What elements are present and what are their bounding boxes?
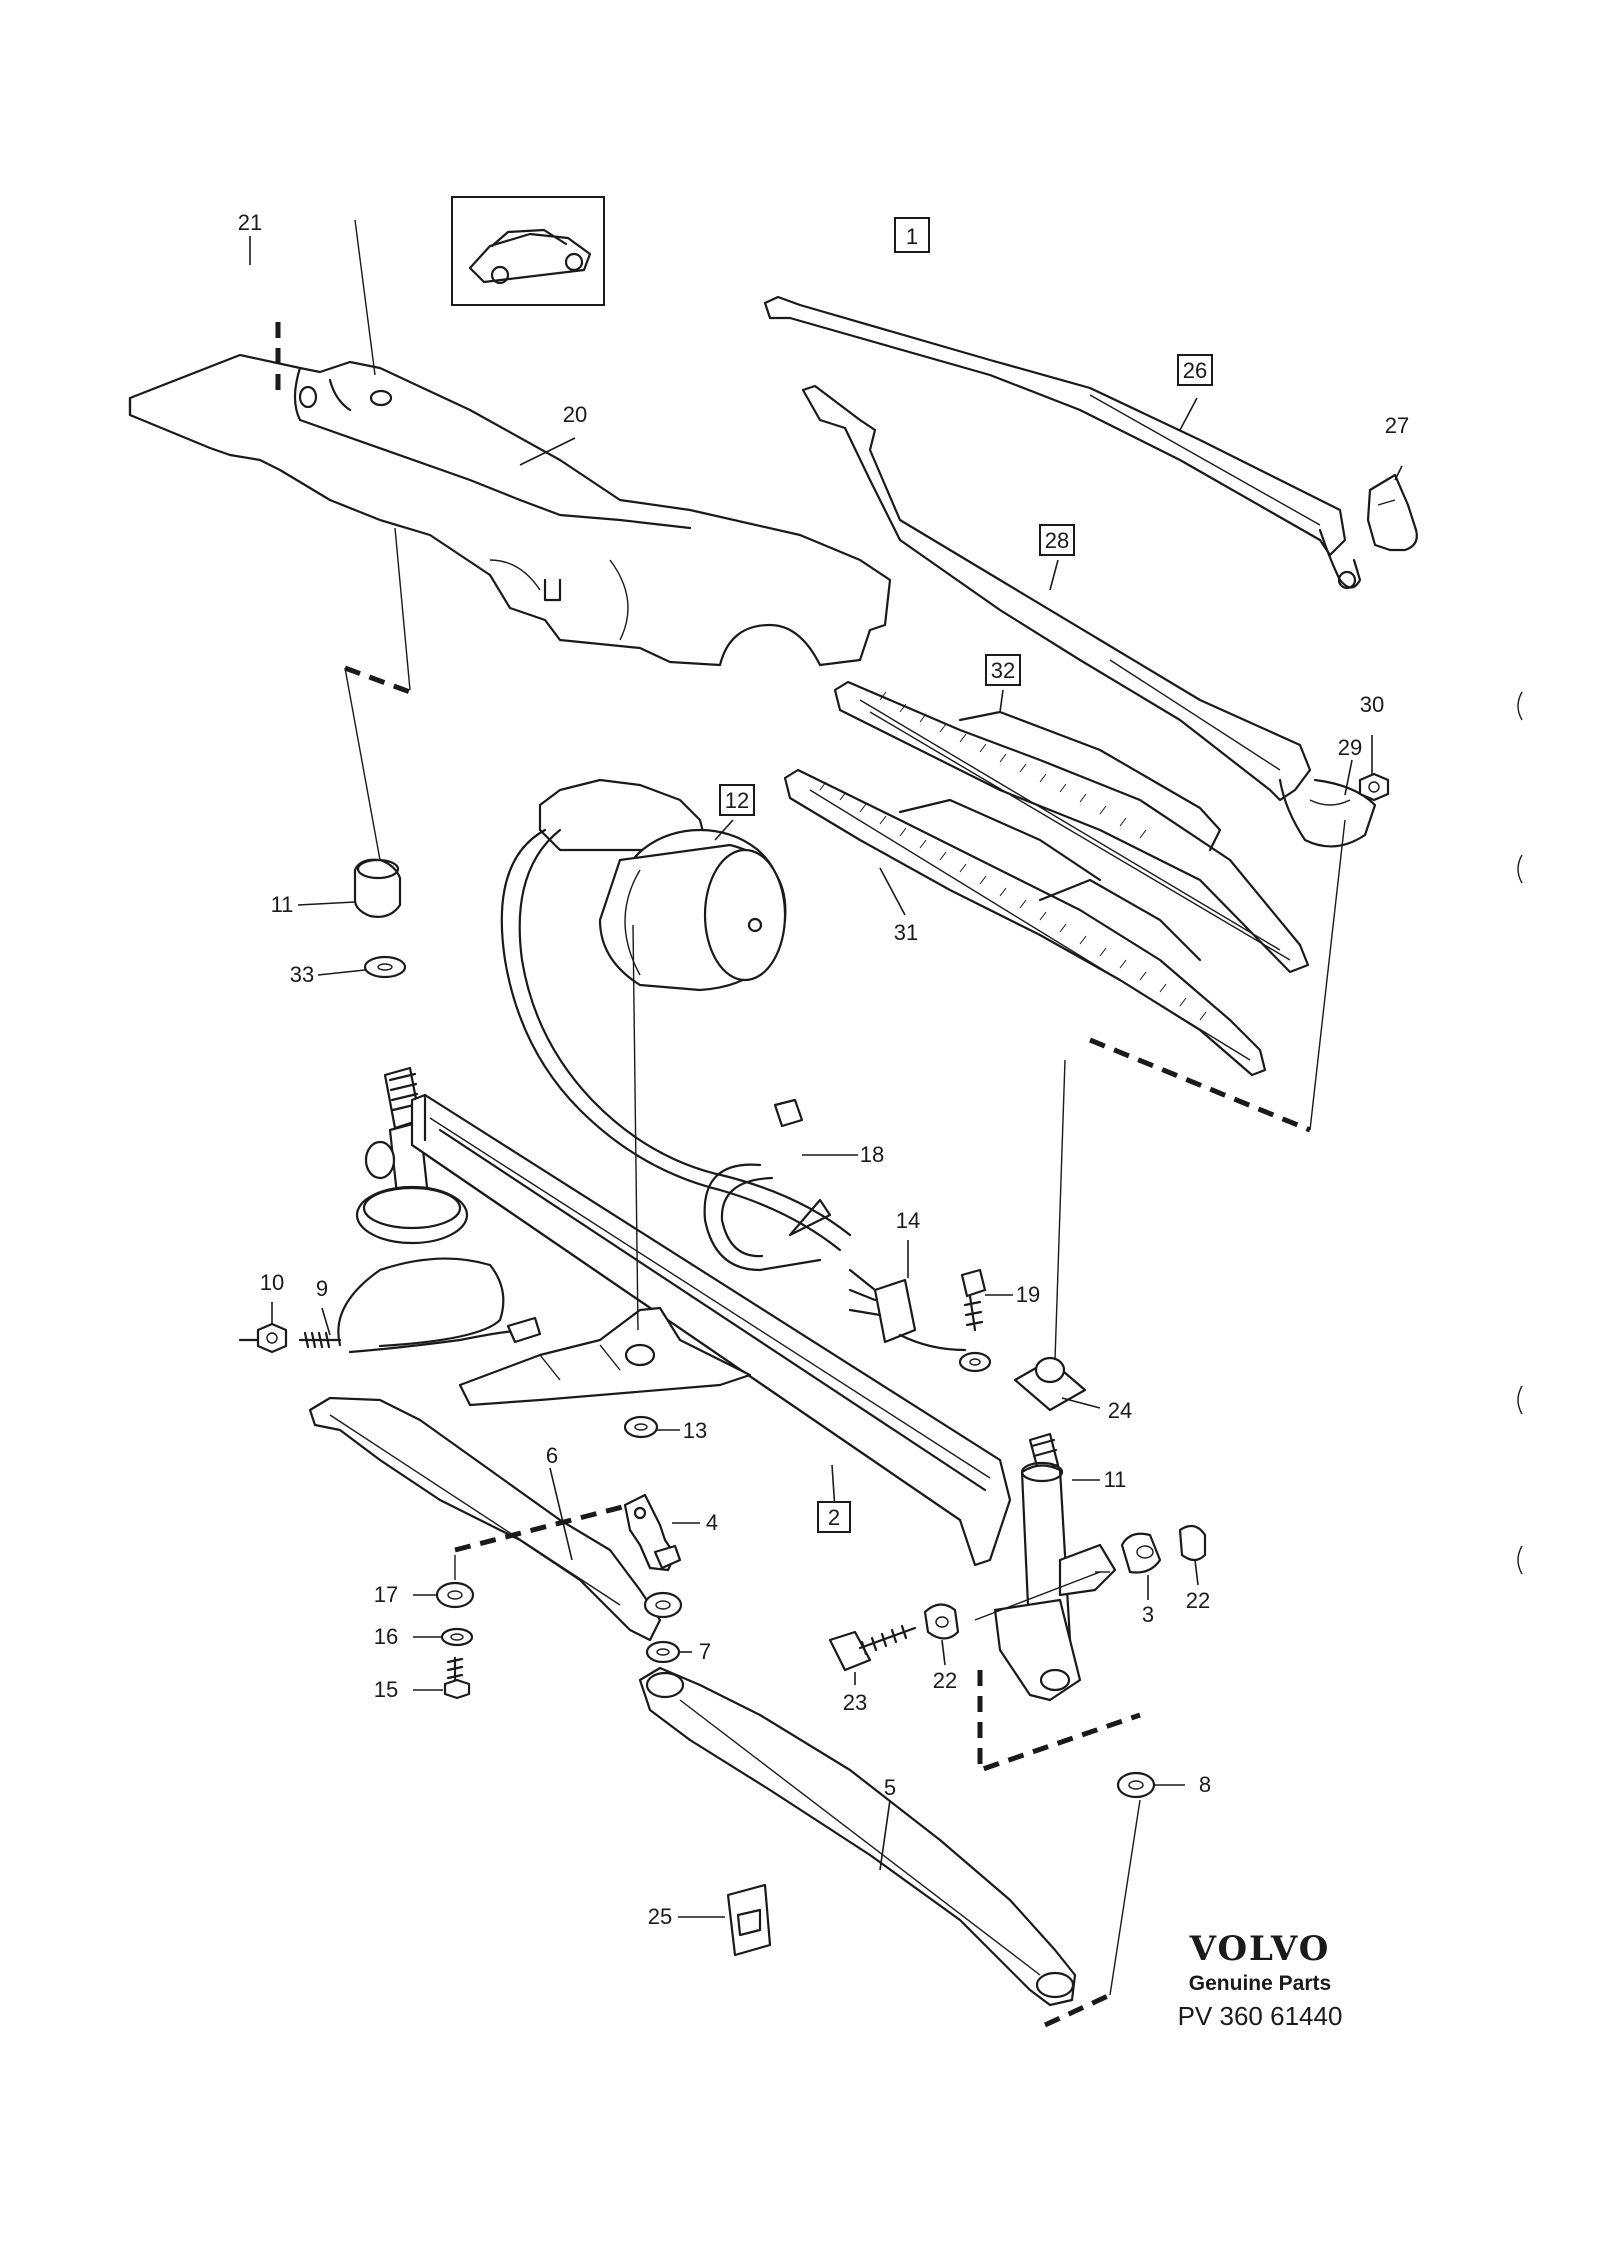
wiper-arm-26: [763, 295, 1362, 590]
callout-33: 33: [290, 962, 314, 987]
brand-subtitle: Genuine Parts: [1189, 1972, 1331, 1995]
callout-leaders: [249, 236, 1403, 1918]
callout-28: 28: [1045, 528, 1069, 553]
diagram-part-number: PV 360 61440: [1178, 2001, 1343, 2031]
callout-7: 7: [699, 1639, 711, 1664]
wiper-nut-cap-27: [1366, 473, 1418, 552]
callout-8: 8: [1199, 1772, 1211, 1797]
wiper-arm-28: [801, 384, 1377, 848]
callout-2: 2: [828, 1505, 840, 1530]
callout-17: 17: [374, 1582, 398, 1607]
callout-25: 25: [648, 1904, 672, 1929]
callout-16: 16: [374, 1624, 398, 1649]
diagram-index-label: 1: [906, 224, 918, 249]
wiper-blade-32: [833, 680, 1310, 974]
callout-23: 23: [843, 1690, 867, 1715]
link-bushing: [643, 1591, 683, 1619]
clip-25: [726, 1883, 772, 1957]
bolt-15: [443, 1656, 471, 1700]
bushing-11-left: [353, 858, 402, 918]
diagram-index-box: 1: [894, 217, 930, 253]
plain-callouts: 21 20 27 30 29 11 33 31 18 14 19 10 9 24…: [238, 210, 1409, 1929]
assembly-thin-lines: [344, 219, 1346, 1996]
connector-14: [848, 1268, 967, 1352]
brand-block: VOLVO Genuine Parts PV 360 61440: [1178, 1929, 1343, 2031]
wiper-motor-12: [538, 778, 787, 992]
callout-22-left: 22: [933, 1668, 957, 1693]
margin-marks: [1517, 691, 1523, 1575]
bolt-23: [828, 1624, 917, 1672]
washer-7: [645, 1640, 681, 1664]
callout-18: 18: [860, 1142, 884, 1167]
callout-27: 27: [1385, 413, 1409, 438]
callout-26: 26: [1183, 358, 1207, 383]
nut-10: [256, 1322, 288, 1354]
nut-8: [1116, 1771, 1156, 1799]
nut-17: [435, 1581, 475, 1609]
callout-3: 3: [1142, 1602, 1154, 1627]
callout-13: 13: [683, 1418, 707, 1443]
bushing-3: [1120, 1532, 1162, 1574]
callout-14: 14: [896, 1208, 920, 1233]
right-pivot-assembly: [993, 1432, 1117, 1702]
callout-24: 24: [1108, 1398, 1132, 1423]
callout-15: 15: [374, 1677, 398, 1702]
callout-22-right: 22: [1186, 1588, 1210, 1613]
callout-11-left: 11: [271, 892, 294, 917]
cowl-cover: [128, 353, 892, 667]
mounting-pad-24: [1013, 1356, 1087, 1412]
callout-4: 4: [706, 1510, 718, 1535]
callout-11-right: 11: [1104, 1467, 1127, 1492]
crank-arm-4: [623, 1493, 682, 1572]
nut-30: [1358, 772, 1390, 802]
callout-6: 6: [546, 1443, 558, 1468]
wiper-blade-31: [783, 768, 1267, 1077]
screw-19: [960, 1268, 987, 1332]
link-rod-5: [638, 1666, 1077, 2007]
callout-29: 29: [1338, 735, 1362, 760]
callout-10: 10: [260, 1270, 284, 1295]
callout-12: 12: [725, 788, 749, 813]
brand-logo: VOLVO: [1189, 1929, 1331, 1969]
callout-31: 31: [894, 920, 918, 945]
cap-22-right: [1178, 1524, 1207, 1562]
assembly-dash-lines: [275, 322, 1311, 2028]
washer-33: [363, 955, 407, 979]
ground-cable-9: [238, 1257, 542, 1354]
callout-9: 9: [316, 1276, 328, 1301]
wiper-frame-2: [410, 1093, 1012, 1567]
cable-tie-18: [773, 1098, 804, 1128]
washer-13: [623, 1415, 659, 1439]
callout-21: 21: [238, 210, 262, 235]
callout-20: 20: [563, 402, 587, 427]
washer-16: [440, 1627, 474, 1647]
callout-30: 30: [1360, 692, 1384, 717]
callout-19: 19: [1016, 1282, 1040, 1307]
washer-19-lower: [958, 1351, 992, 1373]
link-rod-6: [308, 1396, 662, 1642]
washer-22-left: [923, 1603, 960, 1640]
car-thumbnail: [451, 196, 605, 306]
callout-32: 32: [991, 658, 1015, 683]
boxed-callouts: 26 28 32 12 2: [719, 354, 1213, 1533]
wiring-harness: [500, 828, 852, 1272]
callout-5: 5: [884, 1775, 896, 1800]
frame-mount-bracket: [458, 1306, 752, 1407]
